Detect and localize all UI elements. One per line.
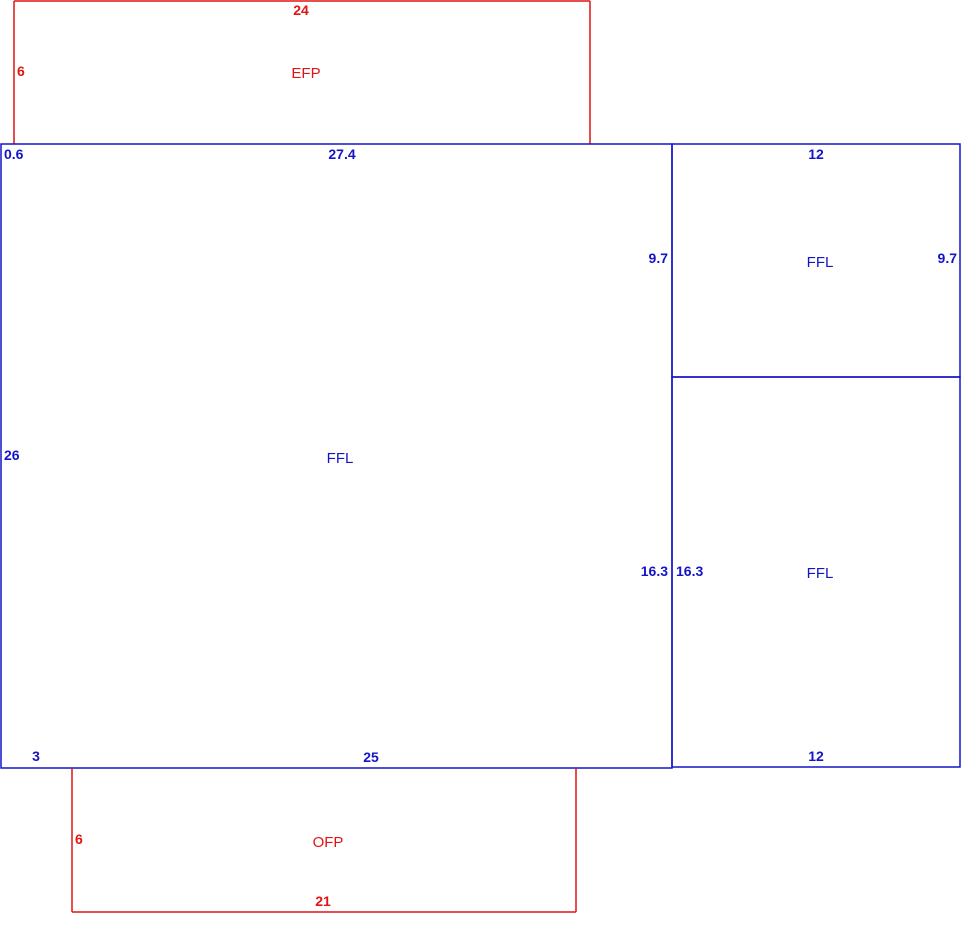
main-dim-top-left: 0.6: [4, 146, 24, 162]
ofp-labels: 6 21 OFP: [75, 831, 343, 909]
lower-right-ffl-outline: [671, 376, 961, 768]
ofp-area: [71, 768, 577, 913]
main-ffl-labels: 0.6 27.4 26 9.7 16.3 3 25 FFL: [4, 146, 668, 765]
upper-right-dim-top: 12: [808, 146, 824, 162]
main-dim-left: 26: [4, 447, 20, 463]
main-dim-bottom-left: 3: [32, 748, 40, 764]
efp-dim-left: 6: [17, 63, 25, 79]
ofp-area-label: OFP: [313, 834, 344, 851]
main-dim-right-upper: 9.7: [649, 250, 669, 266]
lower-right-area-label: FFL: [807, 565, 834, 582]
main-dim-bottom: 25: [363, 749, 379, 765]
efp-area: [13, 0, 591, 144]
lower-right-dim-bottom: 12: [808, 748, 824, 764]
lower-right-ffl-area: [671, 376, 961, 768]
efp-area-label: EFP: [291, 65, 320, 82]
efp-labels: 24 6 EFP: [17, 2, 321, 82]
upper-right-area-label: FFL: [807, 254, 834, 271]
main-dim-right-lower: 16.3: [641, 563, 668, 579]
upper-right-dim-right: 9.7: [938, 250, 958, 266]
ofp-dim-bottom: 21: [315, 893, 331, 909]
lower-right-ffl-labels: 16.3 12 FFL: [676, 563, 833, 764]
efp-dim-top: 24: [293, 2, 309, 18]
main-area-label: FFL: [327, 450, 354, 467]
upper-right-ffl-labels: 12 9.7 FFL: [807, 146, 958, 271]
ofp-dim-left: 6: [75, 831, 83, 847]
lower-right-dim-left: 16.3: [676, 563, 703, 579]
main-dim-top: 27.4: [328, 146, 355, 162]
